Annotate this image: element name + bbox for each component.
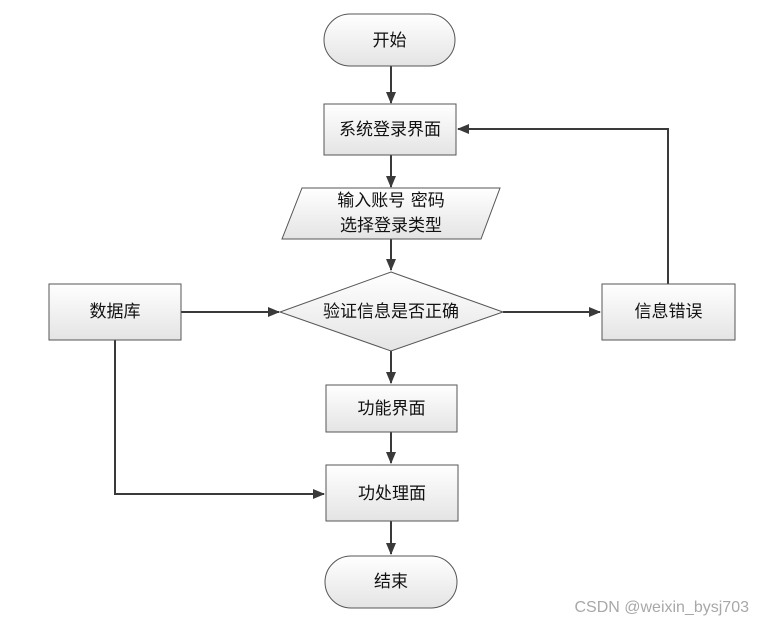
info-error-label: 信息错误 xyxy=(635,302,703,322)
function-page-node: 功能界面 xyxy=(325,384,458,433)
start-node: 开始 xyxy=(323,13,456,67)
input-node: 输入账号 密码 选择登录类型 xyxy=(281,187,501,240)
validate-decision-node: 验证信息是否正确 xyxy=(278,271,505,352)
edge-error-to-login xyxy=(457,124,669,284)
database-node: 数据库 xyxy=(48,283,182,341)
validate-label: 验证信息是否正确 xyxy=(323,302,459,322)
process-page-label: 功处理面 xyxy=(358,484,426,504)
login-page-node: 系统登录界面 xyxy=(323,103,457,156)
process-page-node: 功处理面 xyxy=(325,464,459,522)
start-label: 开始 xyxy=(373,31,407,51)
input-label-line1: 输入账号 密码 xyxy=(337,191,444,211)
function-page-label: 功能界面 xyxy=(358,399,426,419)
edge-database-to-process xyxy=(114,340,325,499)
connectors xyxy=(114,66,669,555)
input-label-line2: 选择登录类型 xyxy=(340,216,442,236)
info-error-node: 信息错误 xyxy=(601,283,736,341)
end-node: 结束 xyxy=(324,555,458,609)
login-page-label: 系统登录界面 xyxy=(339,120,441,140)
end-label: 结束 xyxy=(374,572,408,592)
watermark: CSDN @weixin_bysj703 xyxy=(574,599,749,616)
database-label: 数据库 xyxy=(90,302,141,322)
